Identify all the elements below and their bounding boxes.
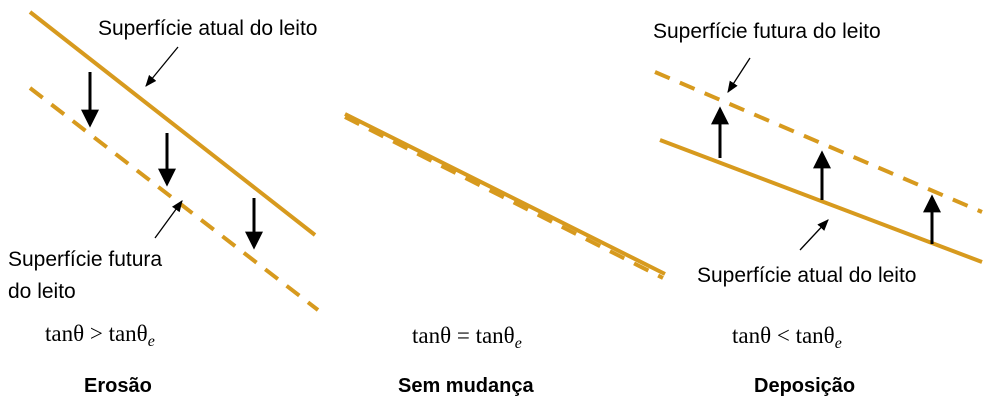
no-change-caption: Sem mudança xyxy=(398,375,534,397)
no-change-current-surface-line xyxy=(344,112,666,276)
erosion-current-surface-line xyxy=(28,10,317,237)
panel-deposition: Superfície futura do leito Superfície at… xyxy=(653,20,983,397)
no-change-equation: tanθ = tanθe xyxy=(412,323,522,352)
erosion-current-surface-label: Superfície atual do leito xyxy=(98,17,317,40)
deposition-future-surface-line xyxy=(654,70,983,214)
erosion-future-label-pointer xyxy=(154,200,183,239)
deposition-current-surface-label: Superfície atual do leito xyxy=(697,264,916,287)
deposition-equation: tanθ < tanθe xyxy=(732,323,842,352)
erosion-future-surface-label-line1: Superfície futura xyxy=(8,248,162,271)
panel-no-change: tanθ = tanθe Sem mudança xyxy=(344,112,666,397)
erosion-caption: Erosão xyxy=(84,375,152,397)
deposition-caption: Deposição xyxy=(754,375,855,397)
deposition-current-label-pointer xyxy=(799,219,829,251)
deposition-future-surface-label: Superfície futura do leito xyxy=(653,20,881,43)
erosion-future-surface-line xyxy=(28,86,320,312)
erosion-future-surface-label-line2: do leito xyxy=(8,280,76,303)
panel-erosion: Superfície atual do leito Superfície fut… xyxy=(8,10,320,397)
no-change-future-surface-line xyxy=(344,115,664,280)
erosion-equation: tanθ > tanθe xyxy=(45,321,155,350)
erosion-current-label-pointer xyxy=(145,46,179,87)
deposition-current-surface-line xyxy=(659,138,983,264)
deposition-future-label-pointer xyxy=(727,57,751,93)
